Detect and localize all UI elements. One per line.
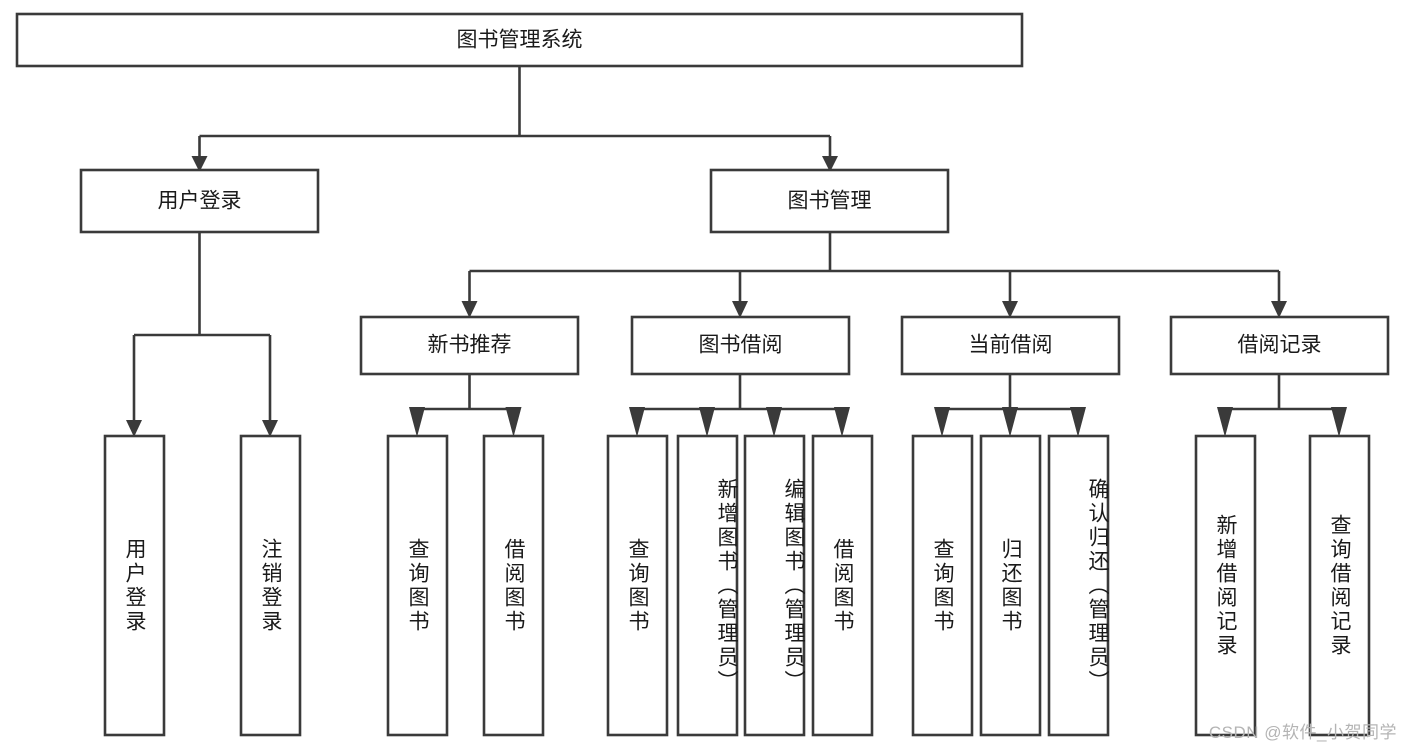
arrowhead-current	[1002, 301, 1018, 318]
leaf-box-query-book-2[interactable]	[606, 434, 669, 737]
arrowhead-records	[1271, 301, 1287, 318]
node-book-management-label: 图书管理	[788, 190, 872, 213]
arrowhead-leaf-12	[1217, 407, 1233, 437]
leaf-box-user-login[interactable]	[103, 434, 166, 737]
arrowhead-newbook	[461, 301, 478, 318]
leaf-box-query-borrow-record[interactable]	[1308, 434, 1371, 737]
arrowhead-leaf-7	[766, 407, 782, 437]
node-new-book-recommend-label: 新书推荐	[428, 334, 512, 357]
connector-group-book-mgmt	[461, 232, 1287, 318]
arrowhead-leaf-4	[505, 407, 522, 437]
node-current-borrow-label: 当前借阅	[969, 334, 1053, 357]
node-current-borrow[interactable]: 当前借阅	[900, 315, 1121, 376]
leaf-box-return-book[interactable]	[979, 434, 1042, 737]
node-book-management[interactable]: 图书管理	[709, 168, 950, 234]
arrowhead-leaf-8	[834, 407, 850, 437]
leaf-box-borrow-book-1[interactable]	[482, 434, 545, 737]
leaf-box-query-book-1[interactable]	[386, 434, 449, 737]
connector-group-borrow-records	[1217, 374, 1347, 437]
connector-group-current-borrow	[934, 374, 1086, 437]
node-root[interactable]: 图书管理系统	[15, 12, 1024, 68]
arrowhead-leaf-10	[1002, 407, 1018, 437]
arrowhead-borrow	[732, 301, 748, 318]
node-user-login-box[interactable]	[79, 168, 320, 234]
leaf-box-query-book-3[interactable]	[911, 434, 974, 737]
csdn-watermark: CSDN @软件_小贺同学	[1208, 723, 1397, 742]
arrowhead-leaf-5	[629, 407, 645, 437]
node-user-login[interactable]: 用户登录	[79, 168, 320, 234]
leaf-box-edit-book-admin[interactable]	[743, 434, 806, 737]
connector-group-root	[191, 66, 838, 172]
node-book-borrow-box[interactable]	[630, 315, 851, 376]
node-book-borrow[interactable]: 图书借阅	[630, 315, 851, 376]
node-borrow-records-label: 借阅记录	[1238, 334, 1322, 357]
node-user-login-label: 用户登录	[158, 190, 242, 213]
connector-group-new-book	[409, 374, 522, 437]
node-root-label: 图书管理系统	[457, 29, 583, 52]
node-new-book-recommend-box[interactable]	[359, 315, 580, 376]
node-current-borrow-box[interactable]	[900, 315, 1121, 376]
arrowhead-leaf-3	[409, 407, 425, 437]
leaf-box-borrow-book-2[interactable]	[811, 434, 874, 737]
leaf-box-add-book-admin[interactable]	[676, 434, 739, 737]
connector-group-user-login	[126, 232, 278, 437]
leaf-box-confirm-return-admin[interactable]	[1047, 434, 1110, 737]
node-book-borrow-label: 图书借阅	[699, 334, 783, 357]
leaf-box-logout[interactable]	[239, 434, 302, 737]
node-book-management-box[interactable]	[709, 168, 950, 234]
arrowhead-leaf-1	[126, 420, 142, 437]
node-borrow-records[interactable]: 借阅记录	[1169, 315, 1390, 376]
node-new-book-recommend[interactable]: 新书推荐	[359, 315, 580, 376]
node-borrow-records-box[interactable]	[1169, 315, 1390, 376]
arrowhead-root-to-bookmgmt	[822, 156, 838, 172]
node-root-box[interactable]	[15, 12, 1024, 68]
arrowhead-leaf-11	[1070, 407, 1086, 437]
arrowhead-leaf-13	[1331, 407, 1347, 437]
arrowhead-leaf-2	[262, 420, 278, 437]
connector-group-book-borrow	[629, 374, 850, 437]
leaf-box-add-borrow-record[interactable]	[1194, 434, 1257, 737]
arrowhead-leaf-6	[699, 407, 715, 437]
arrowhead-leaf-9	[934, 407, 950, 437]
arrowhead-root-to-user	[191, 156, 208, 172]
